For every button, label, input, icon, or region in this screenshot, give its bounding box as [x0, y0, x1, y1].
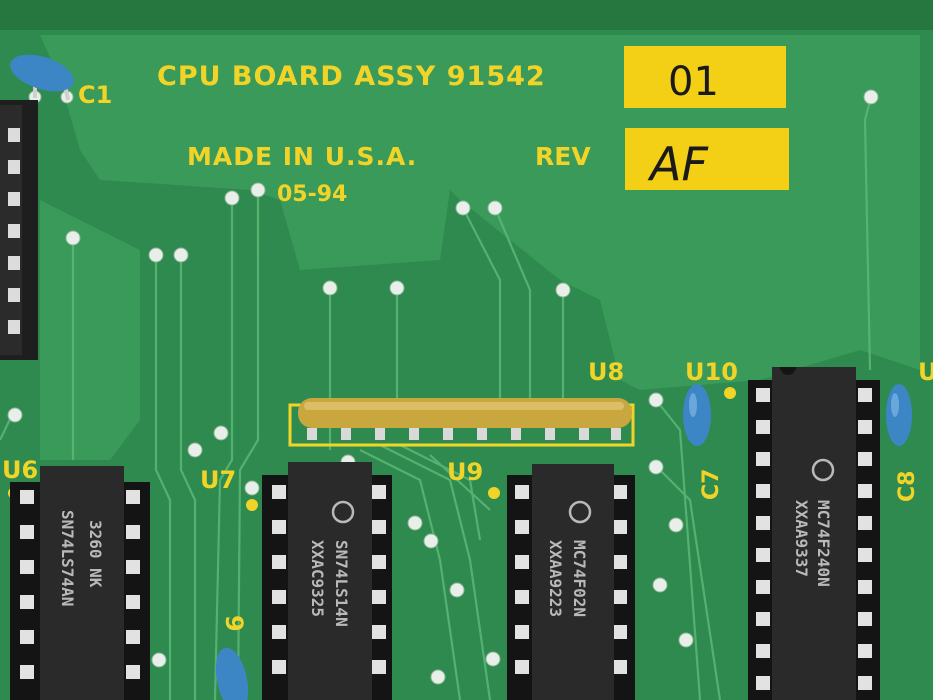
ic-u7: SN74LS14N XXAC9325	[262, 462, 392, 700]
pin1-notch	[780, 367, 796, 375]
rev-label: REV	[535, 142, 591, 171]
c8-label: C8	[895, 471, 920, 502]
u10-code: XXAA9337	[792, 500, 811, 577]
ic-u9: MC74F02N XXAA9223	[507, 464, 635, 700]
u9-code: XXAA9223	[546, 540, 565, 617]
u6-part: SN74LS74AN	[58, 510, 77, 606]
u6-label: U6	[2, 456, 38, 484]
date-code-label: 05-94	[277, 182, 347, 207]
pcb-top-shadow	[0, 0, 933, 30]
assembly-number-sticker	[624, 46, 786, 108]
capacitor-c1	[10, 54, 74, 101]
revision-sticker	[625, 128, 789, 190]
u7-code: XXAC9325	[308, 540, 327, 617]
ground-plane-left	[40, 200, 140, 460]
u-edge-label: U	[918, 358, 933, 386]
c1-label: C1	[78, 81, 112, 109]
c7-label: C7	[699, 469, 724, 500]
motorola-logo-icon	[331, 500, 355, 524]
capacitor-c8	[886, 384, 912, 446]
u7-label: U7	[200, 466, 236, 494]
motorola-logo-icon	[811, 458, 835, 482]
ic-u6: 3260 NK SN74LS74AN	[10, 466, 150, 700]
u8-label: U8	[588, 358, 624, 386]
c9-partial-label: 9	[220, 615, 248, 632]
ic-left-edge	[0, 100, 38, 360]
motorola-logo-icon	[568, 500, 592, 524]
ground-plane	[40, 35, 920, 390]
u7-part: SN74LS14N	[332, 540, 351, 627]
assembly-number-value: 01	[668, 59, 719, 105]
u6-code: 3260 NK	[86, 520, 105, 588]
u9-part: MC74F02N	[570, 540, 589, 617]
ic-u10: MC74F240N XXAA9337	[748, 367, 880, 700]
revision-value: AF	[647, 137, 708, 191]
assembly-label: CPU BOARD ASSY 91542	[157, 61, 546, 92]
u9-label: U9	[447, 458, 483, 486]
resistor-network-u8	[288, 398, 635, 447]
made-in-label: MADE IN U.S.A.	[187, 142, 417, 171]
capacitor-c7	[683, 384, 711, 446]
traces	[0, 96, 873, 700]
u10-label: U10	[685, 358, 738, 386]
capacitor-c9	[215, 647, 249, 700]
u10-part: MC74F240N	[814, 500, 833, 587]
